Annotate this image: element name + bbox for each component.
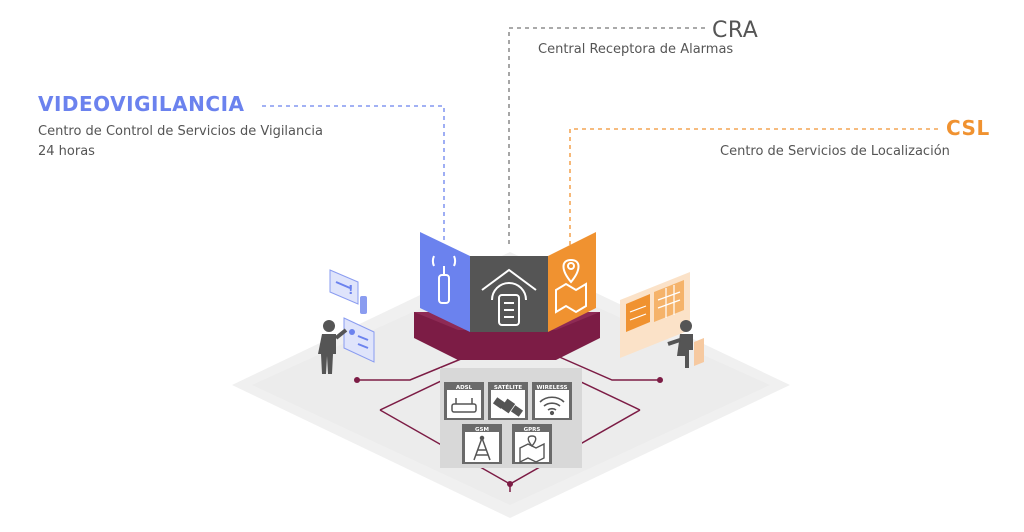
connection-tile-gsm: GSM xyxy=(462,424,502,464)
video-leader-line xyxy=(262,105,445,246)
cra-title: CRA xyxy=(712,18,759,43)
connections-board: ADSL SATÉLITE WIRELESS xyxy=(440,368,582,468)
connection-lines xyxy=(357,351,660,492)
remote-control-icon xyxy=(431,255,457,304)
csl-operator-illustration xyxy=(620,272,704,368)
connection-label: GSM xyxy=(475,427,489,433)
alarm-keypad-icon xyxy=(481,268,537,326)
video-operator-illustration: ! xyxy=(318,269,375,374)
csl-title: CSL xyxy=(946,116,990,140)
wifi-icon xyxy=(539,396,565,416)
csl-leader-line xyxy=(569,128,938,246)
connection-label: GPRS xyxy=(524,427,541,433)
csl-subtitle: Centro de Servicios de Localización xyxy=(720,144,950,159)
connection-label: ADSL xyxy=(456,385,473,391)
connection-tile-adsl: ADSL xyxy=(444,382,484,420)
connection-tile-gprs: GPRS xyxy=(512,424,552,464)
cra-leader-line xyxy=(508,27,705,246)
antenna-tower-icon xyxy=(473,435,491,461)
connection-label: WIRELESS xyxy=(536,385,567,391)
csl-panel xyxy=(548,232,596,332)
satellite-icon xyxy=(492,397,524,417)
svg-text:!: ! xyxy=(348,283,353,297)
videovigilancia-subtitle: Centro de Control de Servicios de Vigila… xyxy=(38,124,323,159)
cra-panel xyxy=(470,256,548,332)
connection-label: SATÉLITE xyxy=(494,383,523,391)
cra-subtitle: Central Receptora de Alarmas xyxy=(538,42,734,57)
video-panel xyxy=(420,232,470,332)
connection-tile-satellite: SATÉLITE xyxy=(488,382,528,420)
map-pin-icon xyxy=(519,435,545,464)
router-icon xyxy=(451,398,477,413)
videovigilancia-title: VIDEOVIGILANCIA xyxy=(38,92,245,116)
connection-tile-wireless: WIRELESS xyxy=(532,382,572,420)
map-pin-icon xyxy=(555,258,587,314)
